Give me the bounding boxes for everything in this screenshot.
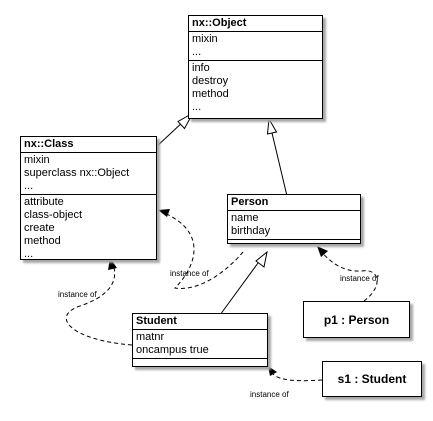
class-title: Student: [133, 314, 267, 330]
object-title: s1 : Student: [337, 372, 407, 386]
method-compartment: info destroy method ...: [189, 61, 322, 115]
instance-of-s1-student: [269, 369, 323, 382]
attribute: matnr: [136, 331, 165, 343]
attribute: superclass nx::Object: [24, 167, 130, 179]
object-p1[interactable]: p1 : Person: [303, 301, 410, 338]
attribute: ...: [192, 46, 202, 58]
attribute-compartment: mixin ...: [189, 32, 322, 61]
attribute-compartment: mixin superclass nx::Object ...: [21, 153, 156, 195]
attribute-compartment: name birthday: [228, 211, 360, 240]
generalization-arrowhead: [255, 250, 268, 268]
generalization-class-object: [154, 119, 186, 149]
attribute: oncampus true: [136, 344, 209, 356]
method: create: [24, 222, 55, 234]
method-compartment: [133, 359, 267, 369]
method-compartment: [228, 240, 360, 250]
method: info: [192, 62, 210, 74]
instance-of-arrowhead: [268, 366, 277, 376]
method: method: [24, 235, 61, 247]
instance-of-arrowhead: [317, 246, 328, 257]
instance-of-student-class: [65, 261, 133, 346]
instance-of-arrowhead: [108, 258, 117, 270]
class-title: nx::Class: [21, 137, 156, 153]
attribute: birthday: [231, 225, 271, 237]
attribute-compartment: matnr oncampus true: [133, 330, 267, 359]
method: attribute: [24, 196, 64, 208]
class-person[interactable]: Person name birthday: [227, 194, 361, 244]
object-s1[interactable]: s1 : Student: [322, 361, 422, 397]
attribute: name: [231, 212, 259, 224]
method: class-object: [24, 209, 83, 221]
object-title: p1 : Person: [323, 312, 390, 327]
instance-of-p1-person: [319, 249, 378, 302]
attribute: mixin: [24, 154, 50, 166]
attribute: mixin: [192, 33, 218, 45]
method: ...: [24, 248, 34, 260]
instance-of-arrowhead: [158, 209, 170, 217]
class-title: nx::Object: [189, 16, 322, 32]
method-compartment: attribute class-object create method ...: [21, 195, 156, 262]
class-nx-object[interactable]: nx::Object mixin ... info destroy method…: [188, 15, 323, 119]
class-nx-class[interactable]: nx::Class mixin superclass nx::Object ..…: [20, 136, 157, 260]
generalization-person-object: [271, 132, 288, 197]
instance-of-label: instance of: [250, 390, 289, 399]
instance-of-label: instance of: [58, 290, 97, 299]
generalization-student-person: [219, 262, 259, 316]
class-student[interactable]: Student matnr oncampus true: [132, 313, 268, 367]
method: ...: [192, 101, 202, 113]
instance-of-label: instance of: [170, 269, 209, 278]
generalization-arrowhead: [266, 117, 278, 135]
instance-of-person-class: [161, 211, 244, 289]
method: method: [192, 88, 229, 100]
instance-of-label: instance of: [340, 274, 379, 283]
class-title: Person: [228, 195, 360, 211]
attribute: ...: [24, 180, 34, 192]
method: destroy: [192, 75, 229, 87]
